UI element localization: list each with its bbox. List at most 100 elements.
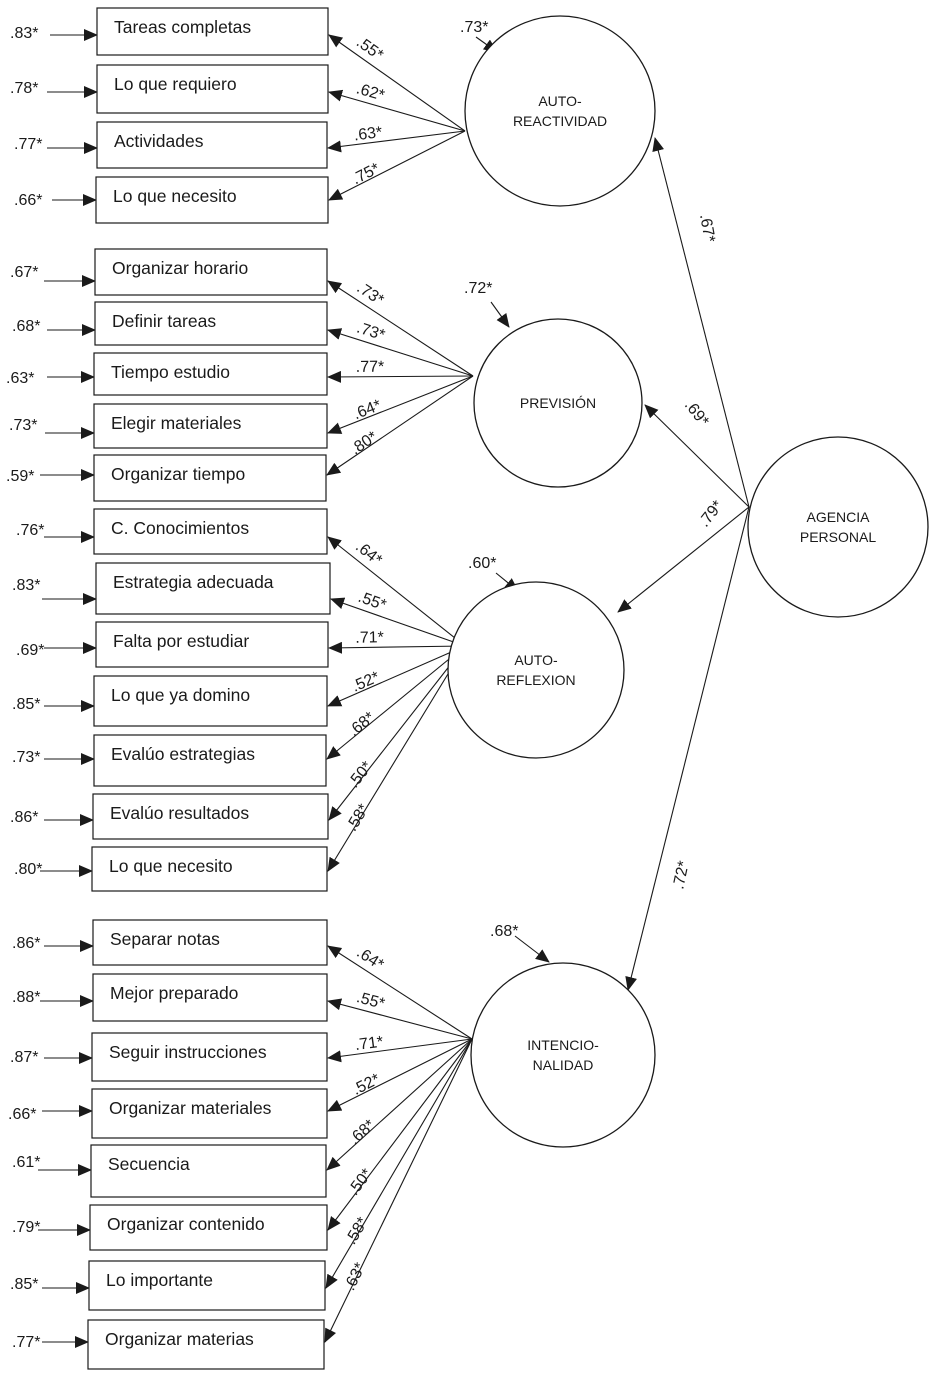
indicator-label: Tareas completas	[114, 17, 251, 37]
indicator-box	[95, 562, 331, 615]
indicator-box	[91, 846, 328, 892]
error-variance-label: .73*	[9, 417, 37, 434]
loading-arrow	[327, 645, 466, 872]
indicator-box	[90, 1144, 327, 1198]
loading-label: .52*	[349, 669, 382, 696]
indicator-label: Evalúo resultados	[110, 803, 249, 823]
indicator-intencionalidad-1: Separar notas.86*.64*	[12, 919, 387, 974]
indicator-label: Organizar materias	[105, 1329, 254, 1349]
factor-prevision: Organizar horario.67*.73*Definir tareas.…	[6, 248, 712, 502]
indicator-box	[95, 176, 329, 224]
loading-arrow	[327, 328, 474, 377]
loading-label: .71*	[355, 629, 384, 646]
indicator-label: Organizar tiempo	[111, 464, 245, 484]
loading-label: .63*	[341, 1260, 369, 1293]
error-variance-label: .76*	[16, 522, 44, 539]
error-variance-label: .85*	[10, 1276, 38, 1293]
factor-residual-label: .73*	[460, 19, 488, 36]
loading-label: .50*	[345, 758, 376, 791]
factor-circle	[464, 15, 656, 207]
indicator-label: Secuencia	[108, 1154, 190, 1174]
indicator-label: Seguir instrucciones	[109, 1042, 267, 1062]
indicator-intencionalidad-4: Organizar materiales.66*.52*	[8, 1071, 383, 1139]
indicator-prevision-2: Definir tareas.68*.73*	[12, 301, 387, 346]
loading-label: .75*	[349, 160, 382, 188]
loading-label: .68*	[345, 709, 378, 740]
indicator-label: Estrategia adecuada	[113, 572, 274, 592]
error-variance-label: .83*	[12, 577, 40, 594]
error-variance-label: .77*	[14, 136, 42, 153]
factor-label: AUTO-	[538, 93, 582, 109]
residual-arrow	[514, 935, 550, 963]
indicator-box	[96, 64, 329, 114]
factor-label: INTENCIO-	[527, 1037, 599, 1053]
indicator-label: Actividades	[114, 131, 204, 151]
error-variance-label: .85*	[12, 696, 40, 713]
error-variance-label: .63*	[6, 370, 34, 387]
loading-arrow	[328, 645, 466, 821]
loading-label: .55*	[355, 989, 387, 1013]
residual-arrow	[490, 301, 510, 328]
indicator-box	[87, 1319, 325, 1370]
indicator-box	[94, 301, 328, 346]
indicator-box	[89, 1204, 328, 1251]
factor-label: AUTO-	[514, 652, 558, 668]
loading-arrow	[327, 945, 473, 1040]
error-variance-label: .77*	[12, 1334, 40, 1351]
indicator-label: Tiempo estudio	[111, 362, 230, 382]
loading-label: .71*	[354, 1034, 384, 1055]
error-variance-label: .87*	[10, 1049, 38, 1066]
factor-circle	[470, 962, 656, 1148]
loading-arrow	[325, 1038, 473, 1289]
indicator-intencionalidad-6: Organizar contenido.79*.50*	[12, 1166, 376, 1251]
error-variance-label: .80*	[14, 861, 42, 878]
loading-arrow	[327, 1038, 473, 1231]
factor-label: REACTIVIDAD	[513, 113, 607, 129]
indicator-autoreactividad-2: Lo que requiero.78*.62*	[10, 64, 386, 114]
indicator-box	[92, 793, 329, 840]
indicator-box	[96, 7, 329, 56]
indicator-prevision-4: Elegir materiales.73*.64*	[9, 397, 384, 449]
indicator-label: Lo que necesito	[109, 856, 233, 876]
indicator-autoreactividad-3: Actividades.77*.63*	[14, 121, 383, 169]
indicator-box	[93, 508, 328, 555]
factor-residual-label: .72*	[464, 280, 492, 297]
factor-residual-label: .60*	[468, 555, 496, 572]
error-variance-label: .59*	[6, 468, 34, 485]
indicator-autoreflexion-2: Estrategia adecuada.83*.55*	[12, 562, 388, 615]
loading-label: .80*	[348, 428, 381, 458]
loading-label: .68*	[346, 1117, 379, 1149]
error-variance-label: .66*	[14, 192, 42, 209]
indicator-intencionalidad-5: Secuencia.61*.68*	[12, 1117, 379, 1198]
loading-arrow	[326, 1038, 473, 1171]
indicator-label: Lo que requiero	[114, 74, 237, 94]
indicator-box	[95, 621, 329, 668]
structural-path-label: .79*	[696, 498, 727, 531]
indicator-label: Organizar materiales	[109, 1098, 272, 1118]
error-variance-label: .69*	[16, 642, 44, 659]
indicator-autoreflexion-3: Falta por estudiar.69*.71*	[16, 621, 384, 668]
nodes-layer: Tareas completas.83*.55*Lo que requiero.…	[6, 7, 929, 1370]
structural-path-arrow	[644, 404, 750, 508]
indicator-label: Separar notas	[110, 929, 220, 949]
loading-arrow	[327, 280, 474, 377]
structural-path-arrow	[617, 506, 750, 613]
structural-path-arrow	[652, 137, 750, 508]
loading-arrow	[327, 645, 466, 707]
loading-arrow	[327, 375, 474, 434]
indicator-label: Mejor preparado	[110, 983, 238, 1003]
error-variance-label: .88*	[12, 989, 40, 1006]
indicator-autoreflexion-1: C. Conocimientos.76*.64*	[16, 508, 385, 569]
root-label: PERSONAL	[800, 529, 876, 545]
factor-autoreflexion: C. Conocimientos.76*.64*Estrategia adecu…	[10, 498, 727, 892]
loading-label: .55*	[353, 34, 386, 64]
indicator-box	[92, 919, 328, 966]
root-label: AGENCIA	[806, 509, 870, 525]
factor-residual-label: .68*	[490, 923, 518, 940]
factor-autoreactividad: Tareas completas.83*.55*Lo que requiero.…	[10, 7, 718, 244]
error-variance-label: .68*	[12, 318, 40, 335]
loading-label: .64*	[352, 538, 385, 569]
loading-arrow	[328, 130, 466, 201]
loading-arrow	[330, 597, 466, 647]
